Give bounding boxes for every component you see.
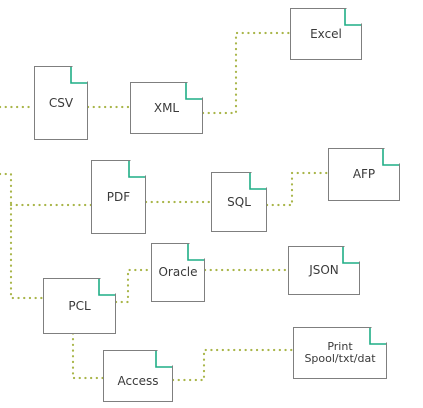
folded-corner-icon	[99, 278, 116, 295]
doc-label-oracle: Oracle	[158, 265, 198, 279]
doc-node-pcl[interactable]: PCL	[43, 278, 116, 334]
connector-trunk-pcl	[0, 172, 45, 300]
folded-corner-icon	[250, 172, 267, 189]
doc-label-json: JSON	[309, 263, 339, 277]
doc-label-xml: XML	[153, 100, 180, 115]
doc-label-csv: CSV	[48, 95, 74, 110]
doc-label-excel: Excel	[310, 26, 342, 41]
doc-label-afp: AFP	[352, 167, 376, 181]
doc-node-json[interactable]: JSON	[288, 246, 360, 295]
doc-node-xml[interactable]: XML	[130, 82, 203, 134]
folded-corner-icon	[370, 327, 387, 344]
doc-node-print-spool[interactable]: Print Spool/txt/dat	[293, 327, 387, 379]
connector-xml-excel	[201, 31, 292, 115]
folded-corner-icon	[156, 350, 173, 367]
doc-node-excel[interactable]: Excel	[290, 8, 362, 60]
doc-node-oracle[interactable]: Oracle	[151, 243, 205, 302]
connector-sql-afp	[265, 171, 330, 207]
folded-corner-icon	[383, 148, 400, 165]
doc-node-access[interactable]: Access	[103, 350, 173, 402]
connector-access-print	[171, 348, 295, 382]
folded-corner-icon	[71, 66, 88, 83]
doc-node-pdf[interactable]: PDF	[91, 160, 146, 234]
doc-label-access: Access	[117, 373, 159, 388]
doc-node-afp[interactable]: AFP	[328, 148, 400, 201]
folded-corner-icon	[345, 8, 362, 25]
folded-corner-icon	[186, 82, 203, 99]
folded-corner-icon	[343, 246, 360, 263]
doc-label-pdf: PDF	[106, 189, 131, 204]
doc-node-sql[interactable]: SQL	[211, 172, 267, 232]
doc-label-pcl: PCL	[68, 298, 91, 313]
folded-corner-icon	[188, 243, 205, 260]
doc-label-print-spool: Print Spool/txt/dat	[304, 340, 376, 365]
doc-label-sql: SQL	[227, 194, 251, 209]
folded-corner-icon	[129, 160, 146, 177]
connector-pcl-access	[71, 320, 105, 380]
doc-node-csv[interactable]: CSV	[34, 66, 88, 140]
connector-pcl-oracle	[114, 268, 153, 304]
